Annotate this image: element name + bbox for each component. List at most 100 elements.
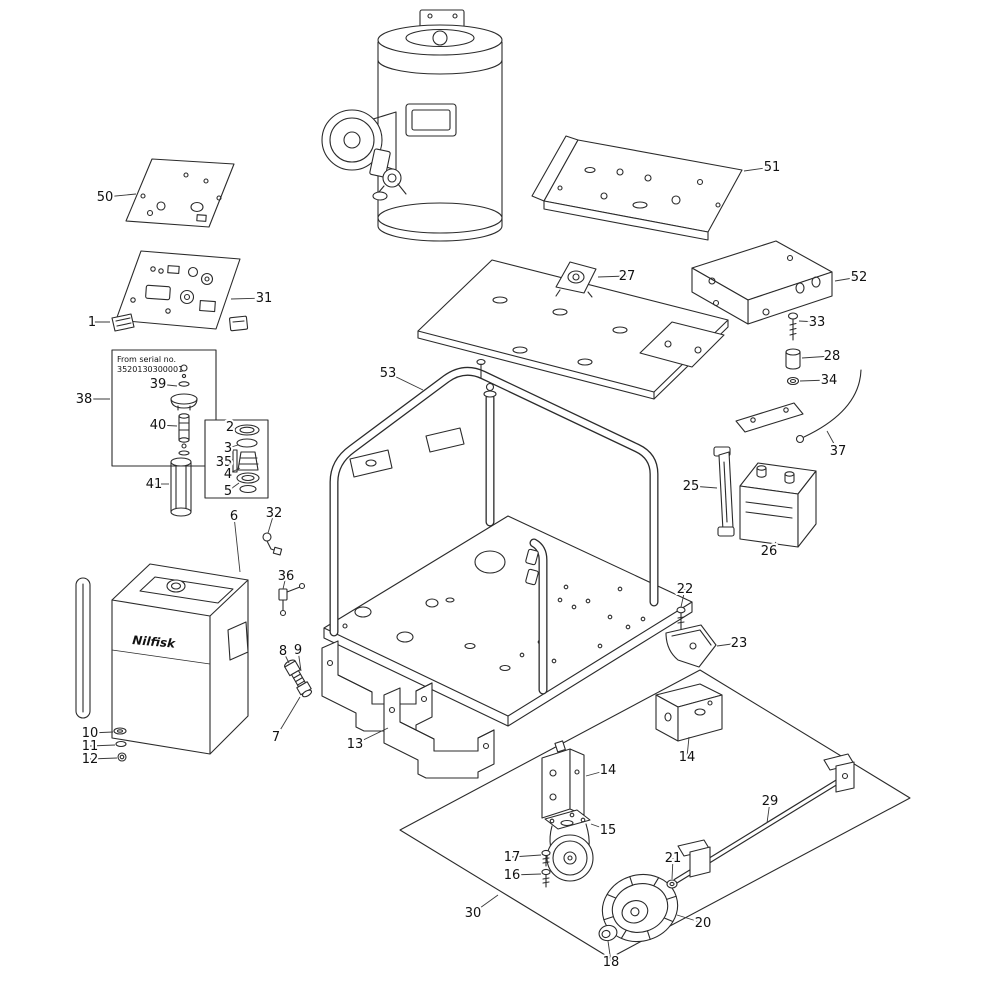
cable-37 xyxy=(735,369,862,444)
bolt-33 xyxy=(787,312,799,341)
callout-label-8: 8 xyxy=(279,644,287,659)
spacer-28 xyxy=(785,348,801,370)
callout-label-28: 28 xyxy=(824,349,841,364)
bolt-22 xyxy=(676,606,686,631)
callout-leader-32 xyxy=(267,512,275,534)
valve-36 xyxy=(278,582,306,617)
battery-strap-25 xyxy=(713,446,735,537)
boiler-assembly xyxy=(321,9,503,242)
callout-label-31: 31 xyxy=(256,291,273,306)
callout-label-15: 15 xyxy=(600,823,617,838)
callout-label-38: 38 xyxy=(76,392,93,407)
callout-label-35: 35 xyxy=(216,455,233,470)
callout-leader-5 xyxy=(227,482,240,492)
callout-leader-20 xyxy=(676,914,704,924)
callout-label-32: 32 xyxy=(266,506,283,521)
callout-label-41: 41 xyxy=(146,477,163,492)
mount-part-27 xyxy=(555,261,597,298)
serial-box-38: From serial no. 3520130300001 xyxy=(111,349,217,467)
callout-label-17: 17 xyxy=(504,850,521,865)
nut-34 xyxy=(786,376,800,386)
callout-leader-11 xyxy=(89,744,116,747)
callout-label-3: 3 xyxy=(224,441,232,456)
callout-leader-36 xyxy=(282,575,287,590)
coupling-box xyxy=(204,419,269,499)
bolt-17 xyxy=(541,849,551,867)
callout-leader-3 xyxy=(227,444,239,449)
caster-bracket-14a xyxy=(541,740,585,819)
callout-leader-8 xyxy=(282,650,290,664)
callout-leader-17 xyxy=(511,854,542,858)
callout-leader-34 xyxy=(799,379,830,382)
callout-leader-12 xyxy=(89,757,118,760)
callout-leader-31 xyxy=(230,297,265,300)
callout-label-13: 13 xyxy=(347,737,364,752)
callout-label-10: 10 xyxy=(82,726,99,741)
callout-label-23: 23 xyxy=(731,636,748,651)
callout-label-26: 26 xyxy=(761,544,778,559)
screw-16 xyxy=(541,868,551,888)
callout-label-5: 5 xyxy=(224,484,232,499)
caster-15 xyxy=(544,809,594,882)
callout-label-11: 11 xyxy=(82,739,99,754)
callout-label-33: 33 xyxy=(809,315,826,330)
callout-label-16: 16 xyxy=(504,868,521,883)
washers-10-11-12 xyxy=(113,727,127,762)
callout-leader-39 xyxy=(157,383,178,387)
callout-label-14: 14 xyxy=(600,763,617,778)
callout-leader-2 xyxy=(229,426,237,430)
callout-leader-23 xyxy=(716,642,740,647)
bracket-23 xyxy=(665,624,717,668)
callout-leader-33 xyxy=(798,320,818,323)
axle-bracket-14b xyxy=(655,683,723,742)
callout-leader-50 xyxy=(104,193,137,198)
foot-bracket-13 xyxy=(321,640,433,732)
callout-leader-10 xyxy=(89,731,114,734)
callout-label-37: 37 xyxy=(830,444,847,459)
callout-leader-6 xyxy=(233,515,241,573)
battery-26 xyxy=(739,462,817,548)
tank-brand-label: Nilfisk xyxy=(132,633,177,651)
callout-leader-21 xyxy=(671,857,674,880)
callout-label-27: 27 xyxy=(619,269,636,284)
tube-41 xyxy=(170,457,192,517)
serial-note-line2: 3520130300001 xyxy=(117,365,183,374)
callout-label-18: 18 xyxy=(603,955,620,970)
callout-leader-4 xyxy=(227,467,241,475)
callout-leader-7 xyxy=(275,696,301,738)
mounting-plate-51 xyxy=(531,135,743,241)
callout-leader-35 xyxy=(223,458,234,463)
callout-leader-30 xyxy=(472,894,499,914)
callout-leader-15 xyxy=(590,823,609,831)
callout-leader-40 xyxy=(157,424,178,427)
washer-21 xyxy=(666,879,678,889)
nipple-fitting-7-8-9 xyxy=(284,659,313,698)
callout-leader-27 xyxy=(597,275,628,278)
frame-53 xyxy=(323,358,693,727)
callout-label-34: 34 xyxy=(821,373,838,388)
callout-label-29: 29 xyxy=(762,794,779,809)
callout-leader-25 xyxy=(690,485,718,489)
callout-label-21: 21 xyxy=(665,851,682,866)
bracket-52 xyxy=(691,240,833,325)
callout-label-22: 22 xyxy=(677,582,694,597)
callout-leader-22 xyxy=(680,588,686,608)
callout-label-36: 36 xyxy=(278,569,295,584)
callout-label-40: 40 xyxy=(150,418,167,433)
wheel-20 xyxy=(601,873,679,943)
axle-29 xyxy=(673,753,855,884)
cover-panel-50 xyxy=(125,158,235,228)
callout-leader-14 xyxy=(585,769,609,777)
callout-leader-52 xyxy=(834,276,860,282)
callout-label-6: 6 xyxy=(230,509,238,524)
callout-leader-9 xyxy=(297,649,302,672)
tank-6: Nilfisk xyxy=(75,563,249,755)
callout-leader-51 xyxy=(743,166,773,172)
callout-leader-18 xyxy=(607,940,612,963)
control-panel-31 xyxy=(115,250,249,332)
callout-label-14: 14 xyxy=(679,750,696,765)
callout-leader-29 xyxy=(766,800,771,824)
clip-part-1 xyxy=(111,313,135,332)
